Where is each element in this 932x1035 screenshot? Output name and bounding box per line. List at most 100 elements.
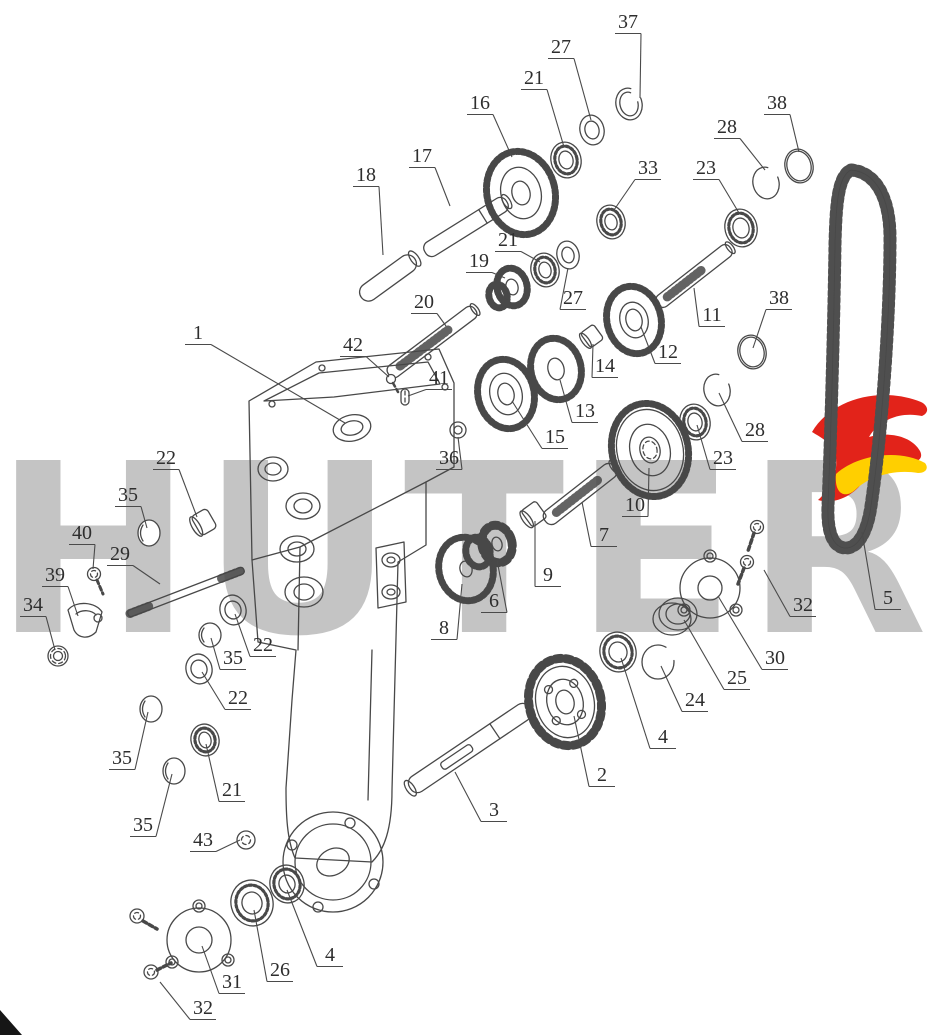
svg-text:42: 42 <box>343 334 363 356</box>
svg-text:27: 27 <box>563 287 583 309</box>
callout-29: 29 <box>107 543 161 585</box>
svg-text:5: 5 <box>883 587 893 609</box>
svg-text:40: 40 <box>72 522 92 544</box>
part-16-gear <box>482 147 560 239</box>
callout-31: 31 <box>201 945 245 995</box>
part-21-bearing-a <box>550 141 582 179</box>
part-30-cover <box>677 549 743 619</box>
svg-text:30: 30 <box>765 647 785 669</box>
part-38-ring-a <box>784 148 814 184</box>
svg-text:35: 35 <box>112 747 132 769</box>
part-43-plug <box>236 830 256 850</box>
svg-text:22: 22 <box>156 447 176 469</box>
callout-32: 32 <box>159 981 216 1021</box>
callout-15: 15 <box>511 400 568 450</box>
svg-text:43: 43 <box>193 829 213 851</box>
drawing <box>47 87 897 980</box>
callout-30: 30 <box>717 595 788 671</box>
callout-22: 22 <box>153 447 198 518</box>
svg-text:21: 21 <box>524 67 544 89</box>
part-27-washer-a <box>579 114 605 146</box>
part-39-shift-fork <box>67 602 103 638</box>
part-24-snap-ring <box>641 644 675 680</box>
svg-text:7: 7 <box>599 524 609 546</box>
svg-text:27: 27 <box>551 36 571 58</box>
svg-text:21: 21 <box>222 779 242 801</box>
part-9-spacer <box>519 501 547 529</box>
svg-text:24: 24 <box>685 689 705 711</box>
callout-4: 4 <box>620 657 676 750</box>
callout-18: 18 <box>353 164 384 256</box>
part-28-snap-ring-b <box>703 373 731 407</box>
part-2-sprocket <box>523 653 607 751</box>
svg-text:11: 11 <box>702 304 721 326</box>
svg-text:37: 37 <box>618 11 638 33</box>
part-10-gear <box>607 399 693 501</box>
callout-19: 19 <box>466 250 506 279</box>
svg-text:28: 28 <box>745 419 765 441</box>
callout-10: 10 <box>622 467 650 518</box>
callout-20: 20 <box>411 291 447 327</box>
callout-11: 11 <box>693 287 725 328</box>
callout-21: 21 <box>495 229 541 263</box>
svg-text:23: 23 <box>696 157 716 179</box>
corner-mark <box>0 1010 22 1035</box>
part-21-bearing-b <box>530 252 560 288</box>
callout-6: 6 <box>481 559 508 614</box>
svg-text:21: 21 <box>498 229 518 251</box>
callout-8: 8 <box>431 583 463 641</box>
part-22-bushing-a <box>189 508 217 537</box>
svg-text:3: 3 <box>489 799 499 821</box>
svg-text:13: 13 <box>575 400 595 422</box>
svg-text:36: 36 <box>439 447 459 469</box>
callout-32: 32 <box>763 569 816 618</box>
part-19-pinion <box>485 264 531 312</box>
svg-text:38: 38 <box>767 92 787 114</box>
part-41-pin <box>400 388 410 406</box>
svg-text:4: 4 <box>325 944 335 966</box>
svg-text:16: 16 <box>470 92 490 114</box>
callout-22: 22 <box>201 671 251 711</box>
svg-text:41: 41 <box>429 367 449 389</box>
svg-text:9: 9 <box>543 564 553 586</box>
part-22-bearing-b <box>219 594 247 626</box>
part-34-nut <box>47 645 69 667</box>
callout-38: 38 <box>764 92 800 153</box>
part-15-gear <box>474 355 538 433</box>
svg-text:20: 20 <box>414 291 434 313</box>
svg-text:17: 17 <box>412 145 432 167</box>
svg-text:23: 23 <box>713 447 733 469</box>
svg-text:35: 35 <box>223 647 243 669</box>
callout-22: 22 <box>234 613 276 658</box>
part-23-bearing-a <box>724 208 758 248</box>
svg-text:12: 12 <box>658 341 678 363</box>
svg-text:1: 1 <box>193 322 203 344</box>
callout-35: 35 <box>210 637 246 671</box>
callout-2: 2 <box>573 715 615 788</box>
callout-14: 14 <box>591 343 618 379</box>
part-35-cap-b <box>198 622 222 648</box>
callout-35: 35 <box>115 484 148 529</box>
svg-text:33: 33 <box>638 157 658 179</box>
svg-text:10: 10 <box>625 494 645 516</box>
callout-16: 16 <box>467 92 513 158</box>
callout-37: 37 <box>615 11 642 99</box>
svg-text:32: 32 <box>193 997 213 1019</box>
part-29-rod <box>125 565 247 619</box>
callout-35: 35 <box>109 711 149 771</box>
part-35-cap-c <box>139 695 163 723</box>
callout-38: 38 <box>752 287 792 349</box>
part-35-cap-a <box>137 519 161 547</box>
callout-34: 34 <box>20 594 56 651</box>
callout-27: 27 <box>559 267 586 311</box>
part-21-bearing-c <box>190 723 220 757</box>
callout-43: 43 <box>190 829 241 853</box>
callout-27: 27 <box>548 36 592 121</box>
part-32-bolts-b <box>129 908 173 980</box>
svg-text:18: 18 <box>356 164 376 186</box>
svg-text:22: 22 <box>253 634 273 656</box>
callout-40: 40 <box>69 522 96 570</box>
svg-text:19: 19 <box>469 250 489 272</box>
